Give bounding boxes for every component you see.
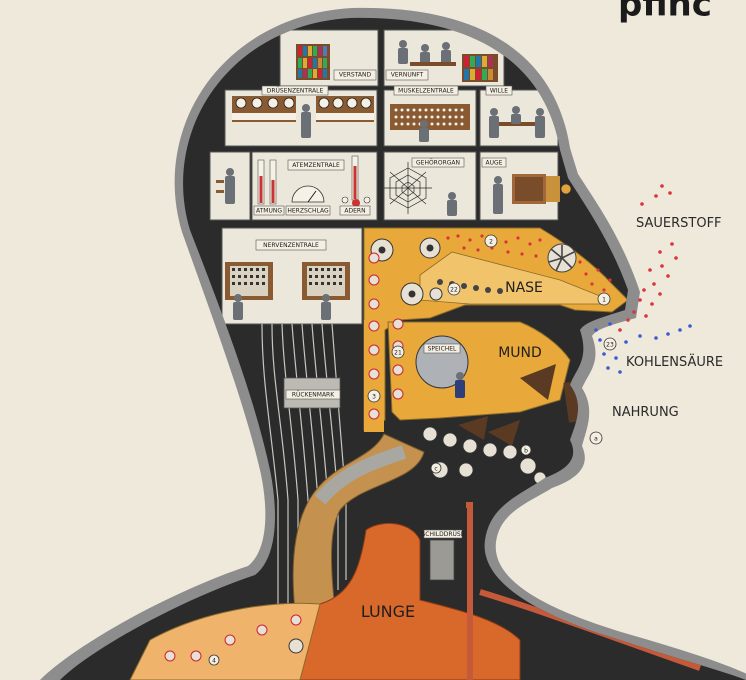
label-nahrung: NAHRUNG <box>612 405 679 420</box>
marker-c: c <box>431 463 441 473</box>
svg-text:NERVENZENTRALE: NERVENZENTRALE <box>263 242 319 249</box>
bookshelf-verstand <box>296 44 330 80</box>
marker-b: b <box>521 445 531 455</box>
svg-text:22: 22 <box>450 287 458 294</box>
svg-text:1: 1 <box>602 297 606 304</box>
marker-4: 4 <box>209 655 219 665</box>
svg-text:23: 23 <box>606 342 614 349</box>
svg-text:b: b <box>524 448 528 455</box>
marker-3: 3 <box>368 390 380 402</box>
sign-adern: ADERN <box>340 206 370 215</box>
bookshelf-vernunft <box>462 54 498 82</box>
sign-speichel: SPEICHEL <box>424 344 460 353</box>
worker-mouth <box>455 372 465 398</box>
svg-text:GEHÖRORGAN: GEHÖRORGAN <box>416 160 460 167</box>
marker-21: 21 <box>392 346 404 358</box>
label-sauerstoff: SAUERSTOFF <box>636 216 722 231</box>
svg-text:DRÜSENZENTRALE: DRÜSENZENTRALE <box>267 88 324 95</box>
marker-23: 23 <box>604 338 616 350</box>
marker-2: 2 <box>485 235 497 247</box>
marker-22: 22 <box>448 283 460 295</box>
marker-a: a <box>590 432 602 444</box>
sign-rueckenmark: RÜCKENMARK <box>286 390 340 399</box>
sign-vernunft: VERNUNFT <box>386 70 428 80</box>
sign-muskelzentrale: MUSKELZENTRALE <box>394 86 458 95</box>
svg-text:AUGE: AUGE <box>486 160 503 167</box>
svg-text:WILLE: WILLE <box>490 88 508 95</box>
poster-title-fragment: pfinc <box>618 0 712 25</box>
svg-text:4: 4 <box>212 658 216 665</box>
svg-text:3: 3 <box>372 394 376 401</box>
worker-gehoerorgan <box>447 192 457 216</box>
svg-text:2: 2 <box>489 239 493 246</box>
sign-herzschlag: HERZSCHLAG <box>286 206 330 215</box>
sign-nervenzentrale: NERVENZENTRALE <box>256 240 326 250</box>
sign-druesenzentrale: DRÜSENZENTRALE <box>262 86 328 95</box>
label-kohlensaeure: KOHLENSÄURE <box>626 354 723 370</box>
svg-text:ATMUNG: ATMUNG <box>256 208 282 215</box>
svg-text:ATEMZENTRALE: ATEMZENTRALE <box>292 162 340 169</box>
svg-text:HERZSCHLAG: HERZSCHLAG <box>287 208 329 215</box>
svg-text:21: 21 <box>394 350 402 357</box>
label-mund: MUND <box>498 345 542 361</box>
label-lunge: LUNGE <box>361 602 415 621</box>
svg-text:MUSKELZENTRALE: MUSKELZENTRALE <box>398 88 454 95</box>
sign-atmung: ATMUNG <box>254 206 284 215</box>
svg-text:SCHILDDRÜSE: SCHILDDRÜSE <box>421 531 464 538</box>
svg-text:VERNUNFT: VERNUNFT <box>391 72 424 79</box>
sign-schilddruese: SCHILDDRÜSE <box>421 530 464 538</box>
svg-text:ADERN: ADERN <box>344 208 365 215</box>
sign-wille: WILLE <box>486 86 512 95</box>
svg-text:a: a <box>594 436 598 443</box>
fan-nose <box>548 244 576 272</box>
svg-text:SPEICHEL: SPEICHEL <box>428 346 457 353</box>
sign-auge: AUGE <box>482 158 506 167</box>
svg-text:RÜCKENMARK: RÜCKENMARK <box>292 392 335 399</box>
marker-1: 1 <box>598 293 610 305</box>
svg-text:VERSTAND: VERSTAND <box>339 72 372 79</box>
label-nase: NASE <box>505 280 543 296</box>
sign-gehoerorgan: GEHÖRORGAN <box>412 158 464 167</box>
sign-atemzentrale: ATEMZENTRALE <box>288 160 344 170</box>
svg-text:c: c <box>434 466 437 473</box>
sign-verstand: VERSTAND <box>334 70 376 80</box>
